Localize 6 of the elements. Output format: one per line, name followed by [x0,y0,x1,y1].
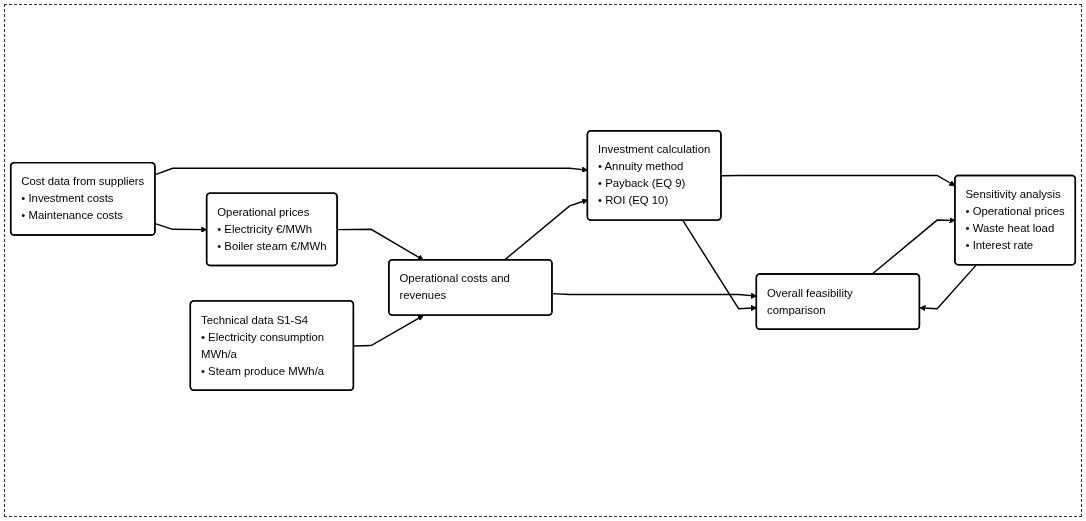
arrow [154,166,588,176]
arrow [353,315,424,347]
arrow [682,219,757,312]
arrow [919,264,977,312]
arrow [551,292,757,299]
arrow [503,198,588,261]
